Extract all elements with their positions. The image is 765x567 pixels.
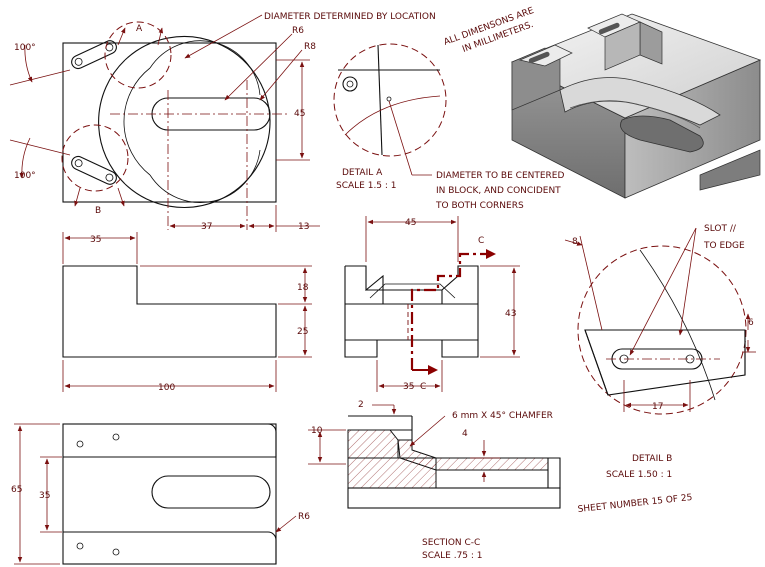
dim-65: 65: [11, 485, 22, 495]
large-arc: [98, 59, 126, 185]
dim-10: 10: [311, 426, 323, 436]
top-view-outline: [62, 42, 277, 203]
dim-6: 6: [748, 318, 754, 328]
marker-c-top: C: [478, 236, 484, 246]
front-view: [62, 232, 312, 392]
sheet-number: SHEET NUMBER 15 OF 25: [577, 493, 693, 515]
dim-100: 100: [158, 383, 175, 393]
section-title: SECTION C-C: [422, 538, 480, 548]
detail-b-title: DETAIL B: [632, 454, 672, 464]
detail-a-scale: SCALE 1.5 : 1: [336, 181, 397, 191]
dim-43: 43: [505, 309, 516, 319]
dim-2: 2: [358, 400, 364, 410]
note-slot-1: SLOT //: [704, 224, 737, 234]
detail-a-callout-circle: [104, 21, 172, 89]
note-diameter-centered-2: IN BLOCK, AND CONCIDENT: [436, 186, 561, 196]
section-c-c: [308, 404, 561, 509]
detail-b-scale: SCALE 1.50 : 1: [606, 470, 672, 480]
dim-45-front: 45: [405, 218, 416, 228]
dim-r6-top: R6: [292, 26, 304, 36]
side-view: [344, 216, 520, 392]
dim-angle-bottom: 100°: [14, 171, 36, 181]
marker-a: A: [136, 24, 143, 34]
dim-45-vertical: 45: [294, 109, 305, 119]
top-view: [9, 14, 320, 232]
dim-35-side: 35: [90, 235, 101, 245]
marker-c-bottom: C: [420, 382, 426, 392]
detail-b: [564, 227, 756, 415]
section-scale: SCALE .75 : 1: [422, 551, 483, 561]
note-chamfer: 6 mm X 45° CHAMFER: [452, 411, 553, 421]
dim-18: 18: [297, 283, 309, 293]
marker-b: B: [95, 206, 101, 216]
dim-4: 4: [462, 429, 468, 439]
dim-angle-top: 100°: [14, 43, 36, 53]
dim-25: 25: [297, 327, 308, 337]
dim-35-front: 35: [403, 382, 414, 392]
dim-r6-front: R6: [298, 512, 310, 522]
note-diameter-centered-1: DIAMETER TO BE CENTERED: [436, 171, 564, 181]
dim-r8: R8: [304, 42, 316, 52]
isometric-view: [511, 13, 762, 199]
detail-b-callout-circle: [61, 124, 129, 192]
bottom-view: [14, 423, 297, 565]
detail-a: [333, 43, 447, 176]
dim-13-top: 13: [298, 222, 309, 232]
slot-top-left: [71, 40, 117, 70]
note-diameter-location: DIAMETER DETERMINED BY LOCATION: [264, 12, 436, 22]
note-slot-2: TO EDGE: [703, 241, 745, 251]
dim-17: 17: [652, 402, 663, 412]
bottom-slot: [151, 475, 271, 509]
bottom-view-outline: [62, 423, 277, 565]
detail-a-title: DETAIL A: [342, 168, 383, 178]
note-diameter-centered-3: TO BOTH CORNERS: [435, 201, 524, 211]
dim-8: 8: [572, 237, 578, 247]
dim-37: 37: [201, 222, 212, 232]
dim-35-bottom: 35: [39, 491, 50, 501]
slot-bottom-left: [71, 155, 117, 185]
